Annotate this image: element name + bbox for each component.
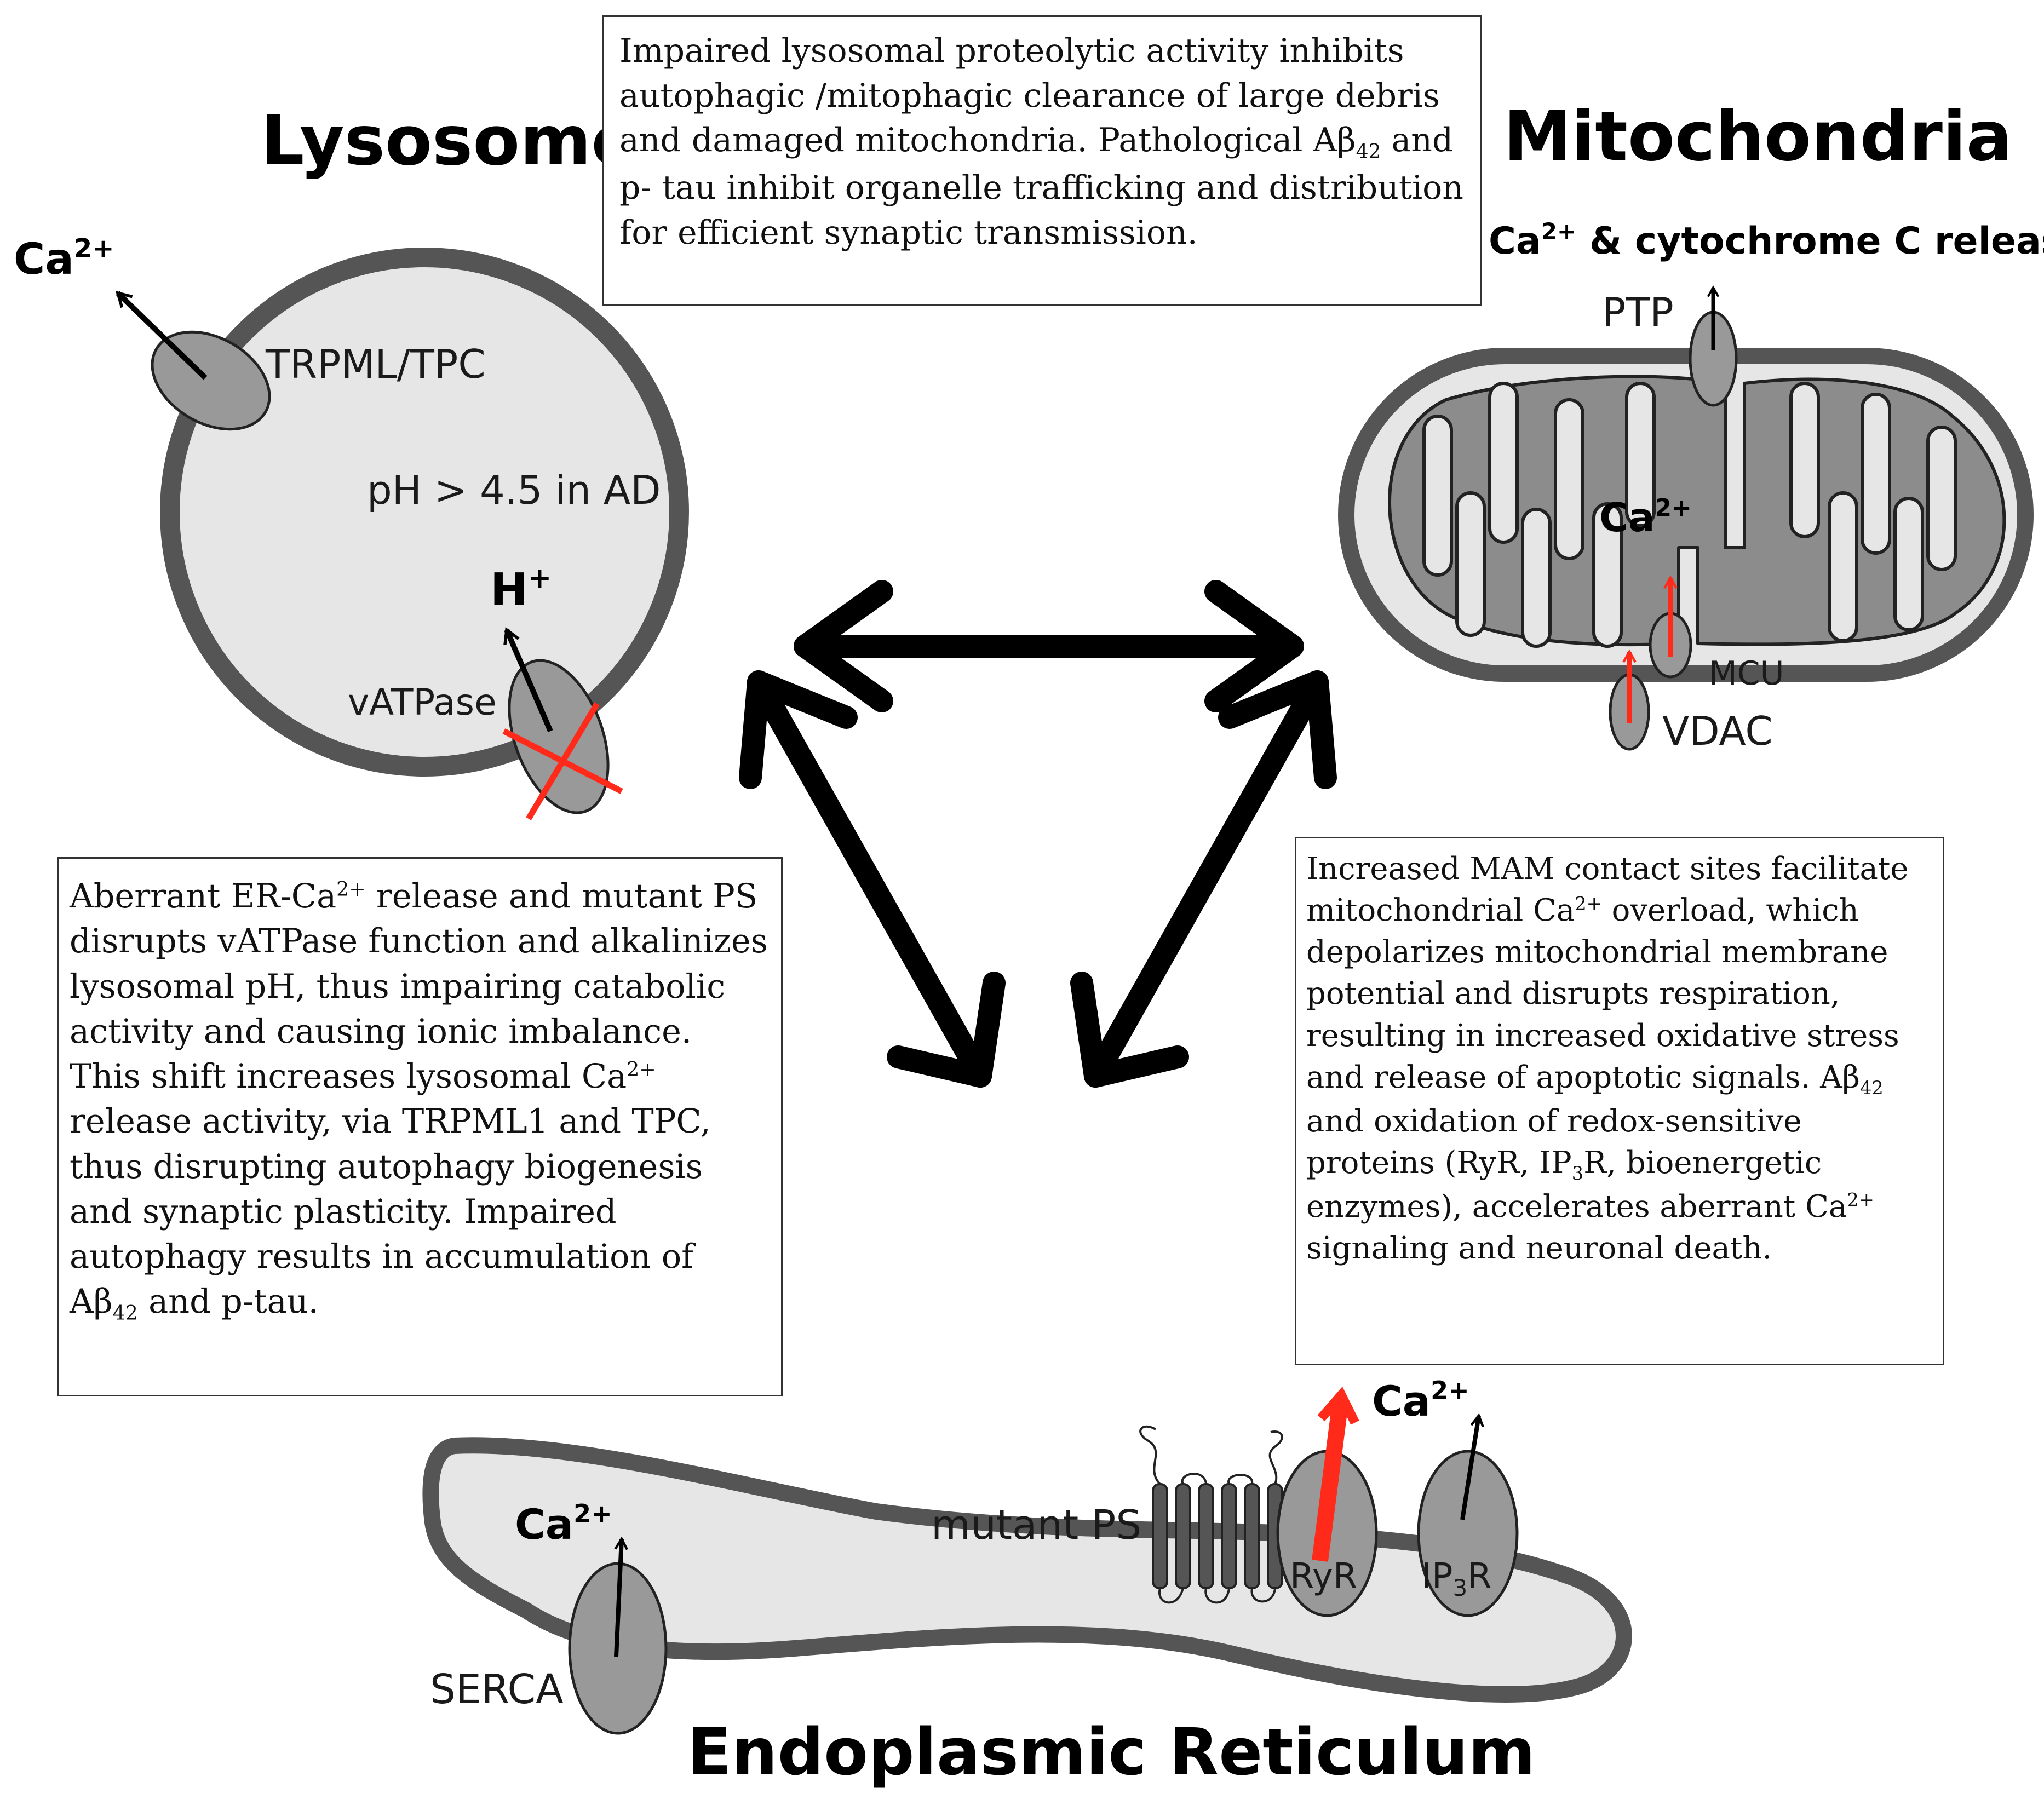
serca-label: SERCA <box>430 1666 564 1713</box>
matrix-ca-label: Ca2+ <box>1599 494 1692 541</box>
trpml-tpc-label: TRPML/TPC <box>265 341 486 387</box>
ip3r-label: IP3R <box>1421 1556 1492 1601</box>
serca-ca-label: Ca2+ <box>515 1499 612 1549</box>
vdac-label: VDAC <box>1662 708 1773 754</box>
lysosome-mitochondria-text: Impaired lysosomal proteolytic activity … <box>619 32 1463 252</box>
lysosome-er-text-box: Aberrant ER-Ca2+ release and mutant PS d… <box>57 857 783 1396</box>
lysosome-membrane <box>160 248 689 777</box>
mutant-ps-protein <box>1139 1425 1283 1604</box>
ryr-label: RyR <box>1290 1556 1357 1597</box>
lysosome-ca-arrow <box>116 291 208 380</box>
crista-folds <box>1422 382 1957 648</box>
er-membrane <box>422 1437 1632 1703</box>
ip3r-channel <box>1417 1450 1519 1617</box>
serca-ca-arrow <box>614 1536 628 1657</box>
lysosome: Ca2+ TRPML/TPC pH > 4.5 in AD H+ vATPase <box>14 233 689 820</box>
proton-label: H+ <box>490 562 552 616</box>
mitochondrion: PTP Ca2+ & cytochrome C release Ca2+ MCU… <box>1338 218 2044 754</box>
mutant-ps-label: mutant PS <box>931 1502 1141 1549</box>
arrow-lysosome-mitochondria <box>794 580 1304 712</box>
arrow-lysosome-er <box>739 670 1006 1088</box>
ptp-label: PTP <box>1602 289 1674 335</box>
mito-release-label: Ca2+ & cytochrome C release <box>1489 218 2044 263</box>
lysosome-mitochondria-text-box: Impaired lysosomal proteolytic activity … <box>602 15 1482 306</box>
er-release-ca-label: Ca2+ <box>1372 1376 1469 1426</box>
vatpase-label: vATPase <box>348 681 497 723</box>
lysosome-title: Lysosome <box>261 101 638 181</box>
ryr-ca-arrow <box>1312 1386 1359 1562</box>
crosstalk-arrows <box>739 580 1337 1088</box>
mcu-label: MCU <box>1709 654 1784 693</box>
lysosome-er-text: Aberrant ER-Ca2+ release and mutant PS d… <box>70 877 768 1325</box>
mitochondria-er-text: Increased MAM contact sites facilitate m… <box>1306 851 1909 1266</box>
ip3r-ca-arrow <box>1460 1413 1484 1520</box>
lysosome-ph-label: pH > 4.5 in AD <box>367 467 661 513</box>
proton-arrow <box>503 627 553 732</box>
vatpase-inhibition-cross <box>502 702 623 820</box>
mitochondria-er-text-box: Increased MAM contact sites facilitate m… <box>1295 837 1944 1365</box>
endoplasmic-reticulum: Ca2+ SERCA mutant PS RyR IP <box>422 1376 1632 1735</box>
mitochondria-title: Mitochondria <box>1503 97 2012 176</box>
er-title: Endoplasmic Reticulum <box>687 1714 1535 1790</box>
arrow-mitochondria-er <box>1070 670 1337 1088</box>
lysosome-ca-label: Ca2+ <box>14 233 114 284</box>
